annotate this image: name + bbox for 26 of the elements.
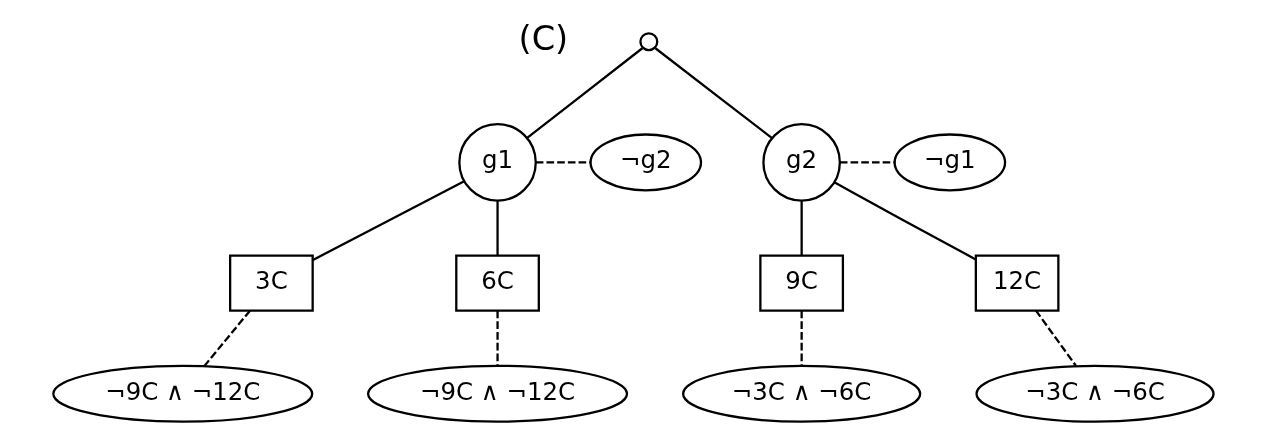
connector bbox=[495, 310, 499, 365]
node-ellipse: ¬3C ∧ ¬6C bbox=[681, 364, 921, 423]
connector bbox=[525, 47, 643, 139]
node-ellipse: ¬9C ∧ ¬12C bbox=[366, 364, 628, 423]
connector bbox=[839, 161, 894, 164]
node-circle: g1 bbox=[457, 123, 537, 202]
connector bbox=[800, 310, 803, 365]
node-box: 6C bbox=[454, 254, 540, 312]
node-box: 12C bbox=[974, 254, 1059, 312]
connector bbox=[800, 201, 803, 256]
connector bbox=[1034, 310, 1077, 367]
connector bbox=[654, 47, 772, 139]
label: (C) bbox=[518, 19, 568, 59]
node-ellipse: ¬3C ∧ ¬6C bbox=[974, 364, 1215, 423]
node-ellipse: ¬g2 bbox=[588, 133, 702, 192]
connector bbox=[495, 201, 499, 256]
node-circle bbox=[638, 32, 658, 52]
node-box: 9C bbox=[758, 254, 844, 312]
connector bbox=[535, 161, 590, 164]
connector bbox=[833, 181, 976, 261]
node-ellipse: ¬g1 bbox=[893, 133, 1006, 192]
connector bbox=[203, 309, 251, 367]
node-ellipse: ¬9C ∧ ¬12C bbox=[51, 364, 313, 423]
node-circle: g2 bbox=[761, 123, 841, 202]
connector bbox=[311, 180, 465, 261]
node-box: 3C bbox=[228, 254, 314, 312]
